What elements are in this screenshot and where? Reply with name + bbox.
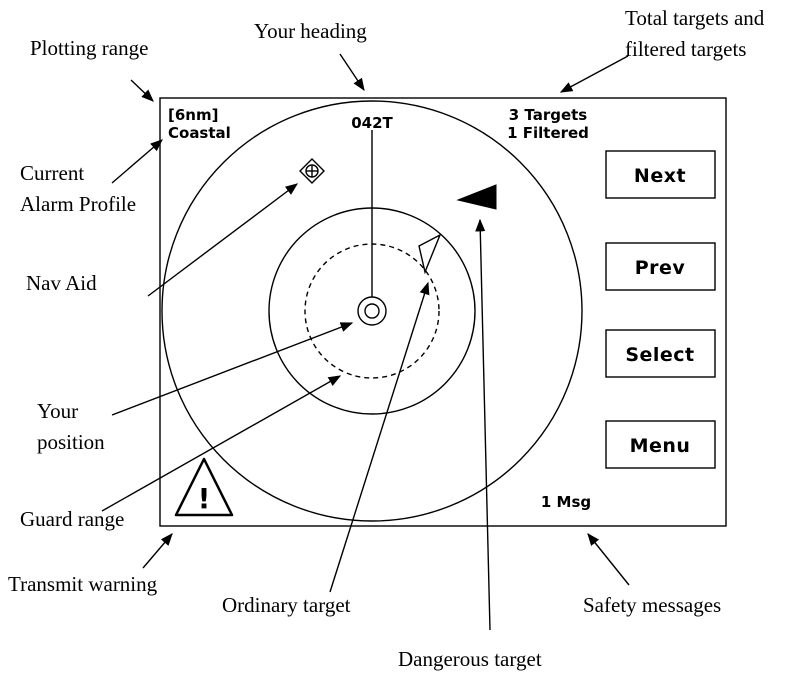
messages-count[interactable]: 1 Msg	[541, 493, 591, 511]
callout-your-heading: Your heading	[254, 19, 367, 43]
select-button[interactable]: Select	[605, 329, 716, 378]
arrow-total-targets	[559, 55, 629, 93]
callout-your-position-line1: Your	[37, 399, 78, 423]
arrow-your-heading	[339, 53, 365, 92]
prev-button-label: Prev	[635, 257, 686, 279]
arrow-dangerous-target	[475, 218, 491, 631]
callout-plotting-range: Plotting range	[30, 36, 148, 60]
next-button[interactable]: Next	[605, 150, 716, 199]
callout-dangerous-target: Dangerous target	[398, 647, 542, 671]
callout-alarm-profile-line2: Alarm Profile	[20, 192, 136, 216]
callout-safety-messages: Safety messages	[583, 593, 721, 617]
double-circle-icon	[357, 296, 387, 326]
callout-total-targets-line2: filtered targets	[625, 37, 746, 61]
menu-button-label: Menu	[630, 435, 691, 457]
callout-total-targets-line1: Total targets and	[625, 6, 765, 30]
plotting-range-value: [6nm]	[168, 106, 218, 124]
targets-filtered-value: 1 Filtered	[507, 124, 589, 142]
alarm-profile-value: Coastal	[168, 124, 231, 142]
callout-ordinary-target: Ordinary target	[222, 593, 351, 617]
arrow-your-position	[111, 322, 354, 416]
prev-button[interactable]: Prev	[605, 242, 716, 291]
arrow-alarm-profile	[111, 139, 163, 184]
warning-triangle-icon: !	[174, 457, 234, 517]
select-button-label: Select	[625, 344, 694, 366]
next-button-label: Next	[634, 165, 686, 187]
arrow-nav-aid	[147, 183, 299, 297]
callout-alarm-profile-line1: Current	[20, 161, 84, 185]
arrow-transmit-warning	[142, 533, 173, 569]
callout-transmit-warning: Transmit warning	[8, 572, 158, 596]
menu-button[interactable]: Menu	[605, 420, 716, 469]
arrow-guard-range	[101, 375, 342, 512]
arrow-ordinary-target	[329, 281, 430, 593]
heading-value: 042T	[351, 114, 393, 132]
arrow-plotting-range	[130, 79, 154, 102]
outer-range-ring	[161, 100, 583, 522]
callout-guard-range: Guard range	[20, 507, 124, 531]
callout-nav-aid: Nav Aid	[26, 271, 97, 295]
callout-your-position-line2: position	[37, 430, 105, 454]
targets-total-value: 3 Targets	[509, 106, 588, 124]
diamond-crosshair-icon[interactable]	[299, 158, 325, 184]
hollow-triangle-icon[interactable]	[418, 233, 442, 275]
warning-glyph: !	[198, 482, 211, 515]
arrow-safety-messages	[587, 533, 630, 586]
filled-triangle-icon[interactable]	[456, 184, 497, 210]
